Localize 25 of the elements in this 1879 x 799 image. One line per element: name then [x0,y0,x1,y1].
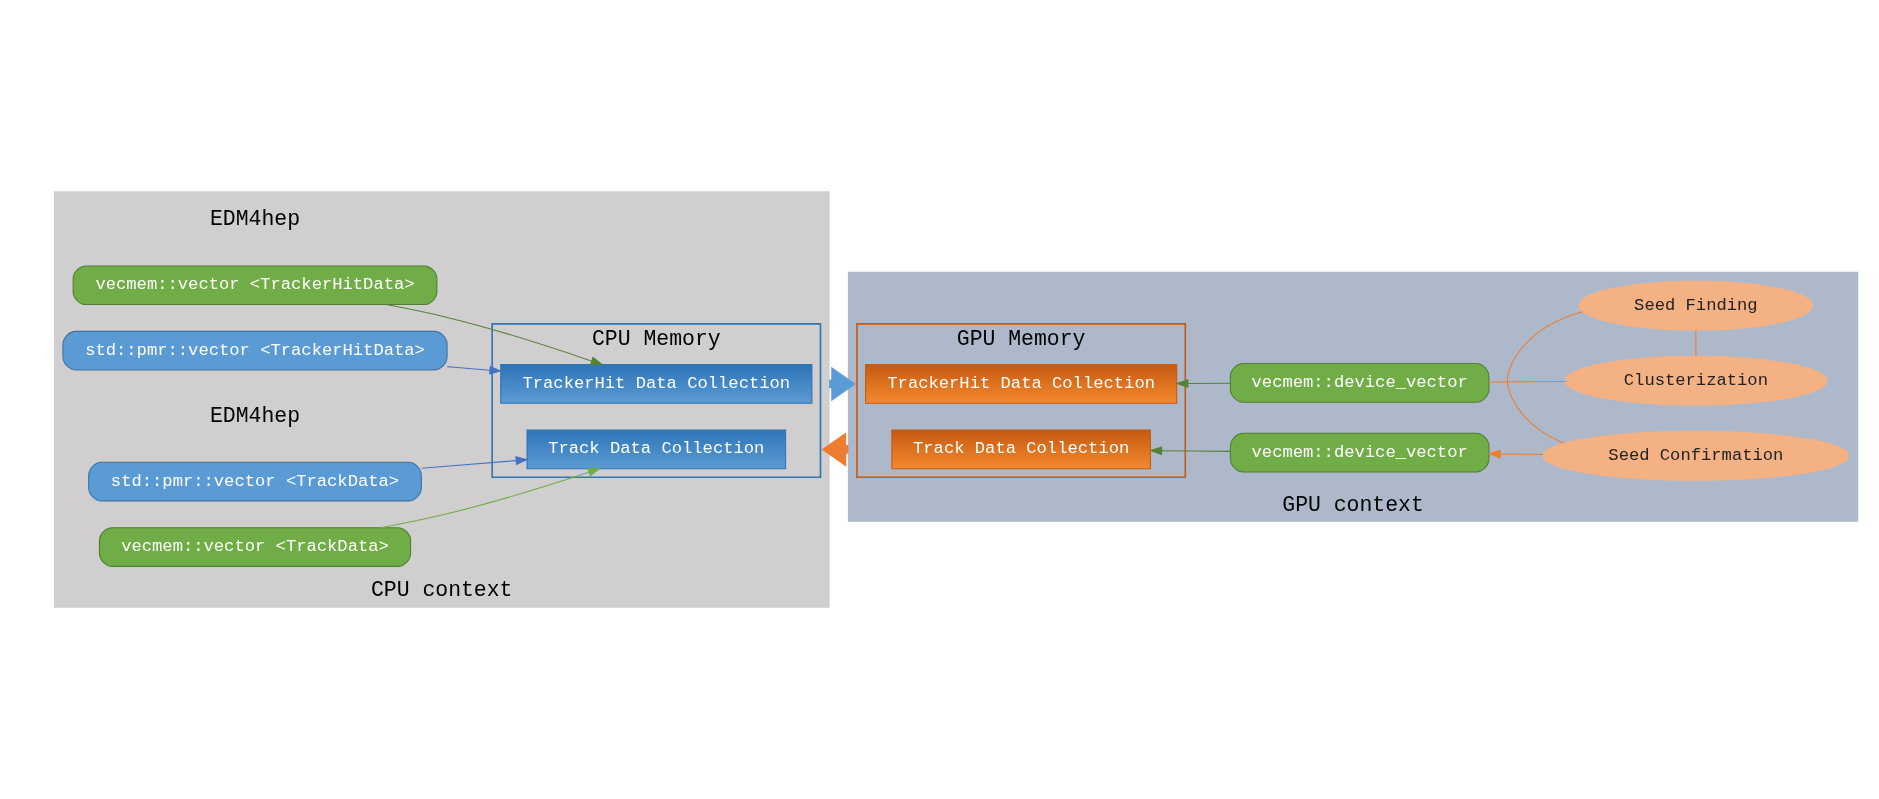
node-box: Track Data Collection [526,429,787,470]
node-box: TrackerHit Data Collection [865,364,1178,404]
node-box: vecmem::vector <TrackerHitData> [72,265,438,306]
label: EDM4hep [209,403,301,428]
arrow [380,468,601,529]
arrow [446,365,503,375]
node-box: vecmem::vector <TrackData> [98,527,412,567]
node-box: TrackerHit Data Collection [500,364,813,404]
arrow [1175,378,1231,388]
node-ellipse: Clusterization [1564,355,1828,406]
arrow [1487,449,1544,459]
node-box: Track Data Collection [891,429,1151,470]
node-ellipse: Seed Finding [1578,280,1814,331]
connector [1488,381,1566,383]
arrow [421,456,529,469]
arrow [385,304,604,366]
node-box: vecmem::device_vector [1229,363,1490,403]
label: EDM4hep [209,207,301,232]
node-box: std::pmr::vector <TrackerHitData> [62,330,448,371]
arrow [1149,446,1231,456]
connector [1506,311,1584,444]
node-box: std::pmr::vector <TrackData> [88,461,422,502]
node-ellipse: Seed Confirmation [1542,430,1850,481]
connector [1695,329,1697,357]
node-box: vecmem::device_vector [1229,432,1490,473]
